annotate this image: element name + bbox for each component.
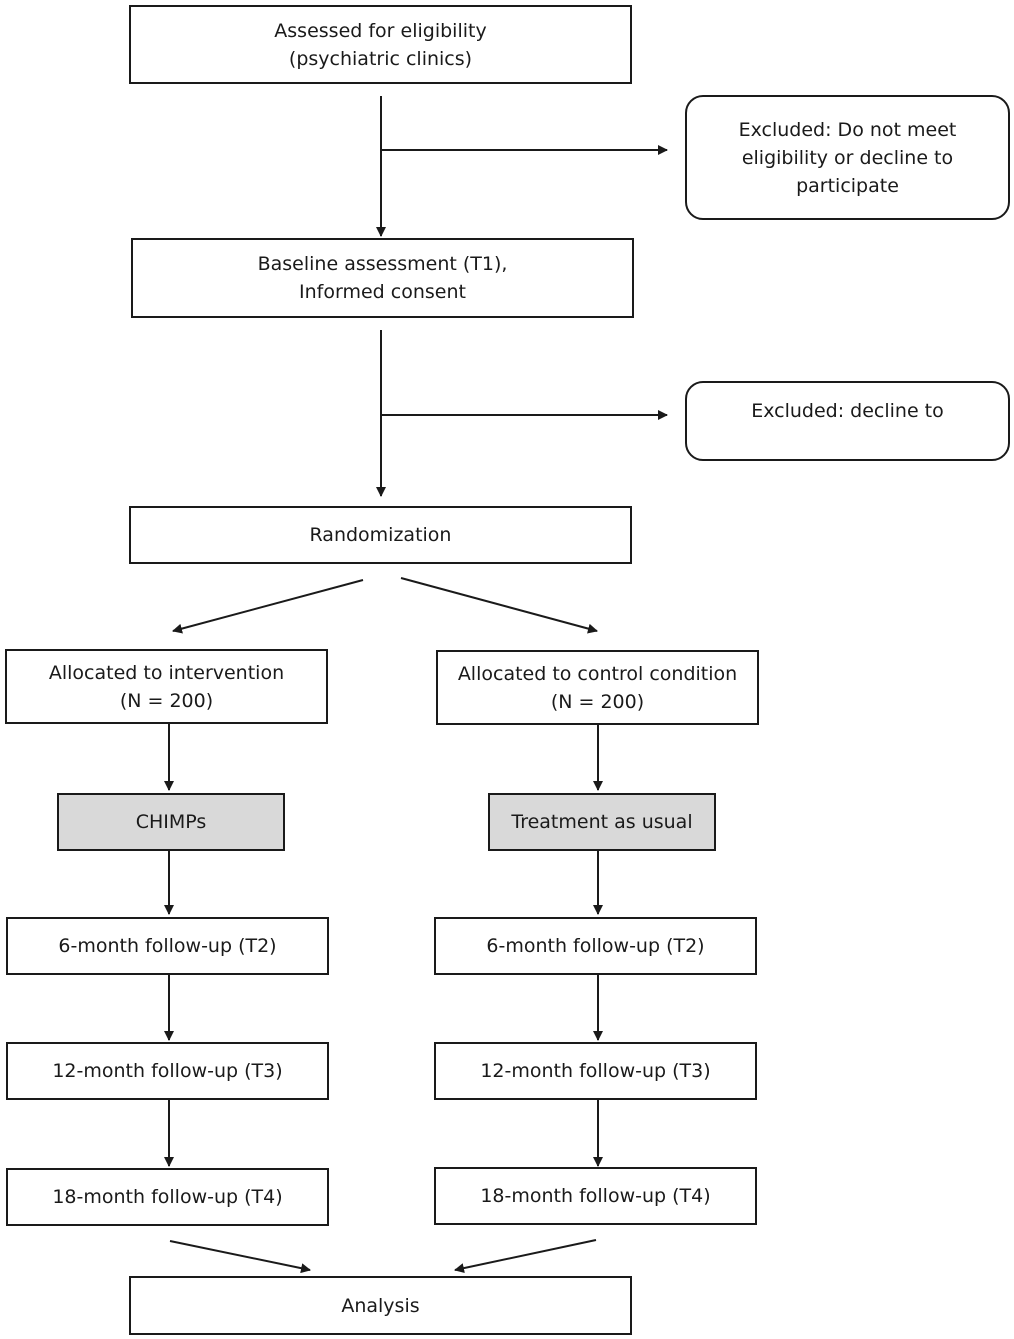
- right-t2-box: 6-month follow-up (T2): [434, 917, 757, 975]
- left-t2-label: 6-month follow-up (T2): [58, 935, 277, 957]
- tau-label: Treatment as usual: [511, 811, 693, 833]
- arrow-randomization-to-intervention: [172, 579, 364, 634]
- chimps-box: CHIMPs: [57, 793, 285, 851]
- right-t3-label: 12-month follow-up (T3): [480, 1060, 711, 1082]
- baseline-box: Baseline assessment (T1), Informed conse…: [131, 238, 634, 318]
- arrow-left-to-analysis: [169, 1240, 311, 1274]
- analysis-box: Analysis: [129, 1276, 632, 1335]
- control-line-2: (N = 200): [550, 690, 645, 713]
- intervention-allocation-box: Allocated to intervention (N = 200): [5, 649, 328, 724]
- chimps-label: CHIMPs: [135, 811, 207, 833]
- right-t4-label: 18-month follow-up (T4): [480, 1185, 711, 1207]
- analysis-label: Analysis: [341, 1294, 420, 1317]
- left-t4-box: 18-month follow-up (T4): [6, 1168, 329, 1226]
- excluded-box-1: Excluded: Do not meet eligibility or dec…: [685, 95, 1010, 220]
- eligibility-line-1: Assessed for eligibility: [274, 19, 487, 42]
- eligibility-box: Assessed for eligibility (psychiatric cl…: [129, 5, 632, 84]
- left-t3-label: 12-month follow-up (T3): [52, 1060, 283, 1082]
- left-t4-label: 18-month follow-up (T4): [52, 1186, 283, 1208]
- excluded-1-line-3: participate: [796, 174, 899, 197]
- left-t2-box: 6-month follow-up (T2): [6, 917, 329, 975]
- baseline-line-1: Baseline assessment (T1),: [257, 253, 508, 275]
- excluded-1-line-1: Excluded: Do not meet: [738, 118, 957, 141]
- right-t4-box: 18-month follow-up (T4): [434, 1167, 757, 1225]
- randomization-box: Randomization: [129, 506, 632, 564]
- excluded-box-2: Excluded: decline to: [685, 381, 1010, 461]
- right-t2-label: 6-month follow-up (T2): [486, 935, 705, 957]
- left-t3-box: 12-month follow-up (T3): [6, 1042, 329, 1100]
- control-allocation-box: Allocated to control condition (N = 200): [436, 650, 759, 725]
- excluded-2-line-1: Excluded: decline to: [751, 400, 944, 422]
- eligibility-line-2: (psychiatric clinics): [288, 47, 473, 70]
- intervention-line-2: (N = 200): [119, 689, 214, 712]
- treatment-as-usual-box: Treatment as usual: [488, 793, 716, 851]
- arrow-randomization-to-control: [400, 577, 598, 634]
- randomization-label: Randomization: [309, 524, 452, 546]
- arrow-right-to-analysis: [454, 1239, 597, 1274]
- intervention-line-1: Allocated to intervention: [48, 661, 285, 684]
- excluded-1-line-2: eligibility or decline to: [741, 146, 954, 169]
- right-t3-box: 12-month follow-up (T3): [434, 1042, 757, 1100]
- baseline-line-2: Informed consent: [299, 281, 466, 303]
- control-line-1: Allocated to control condition: [457, 662, 738, 685]
